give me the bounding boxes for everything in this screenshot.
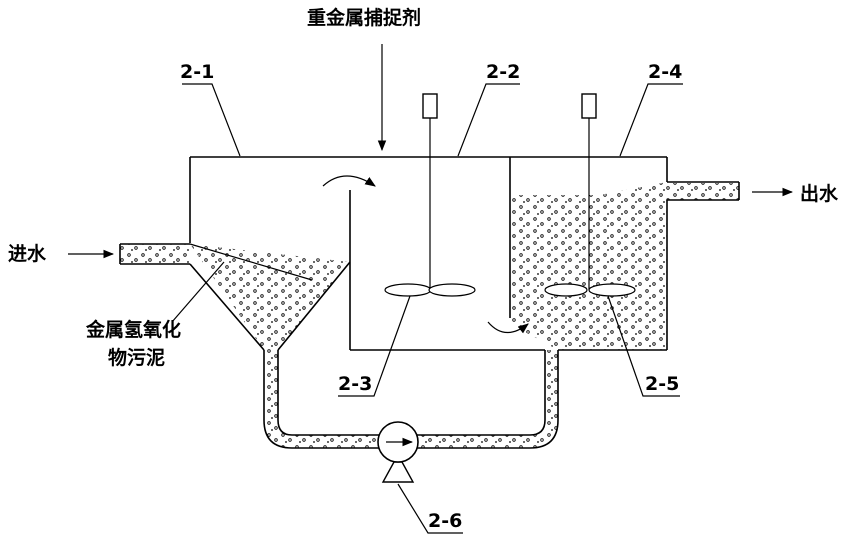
label-2-5: 2-5: [645, 373, 679, 395]
label-2-4: 2-4: [648, 61, 682, 83]
mixer-2-3: [384, 93, 476, 297]
label-2-3: 2-3: [338, 373, 372, 395]
label-2-6: 2-6: [428, 510, 462, 532]
sludge-label-line1: 金属氢氧化: [85, 318, 181, 341]
flow-arrow-top: [322, 175, 376, 187]
flow-arrow-bottom: [487, 321, 529, 334]
inlet-pipe: [119, 243, 190, 265]
inlet-label: 进水: [8, 243, 47, 265]
sludge-label-line2: 物污泥: [108, 346, 165, 369]
outlet-pipe: [667, 181, 740, 201]
leader-2-6: [397, 483, 463, 534]
motor-icon: [581, 93, 597, 119]
sludge-leader: [171, 261, 225, 323]
motor-icon: [422, 93, 438, 119]
pump-2-6: [377, 421, 419, 483]
leader-2-3: [338, 295, 411, 397]
leader-2-2: [457, 83, 520, 157]
impeller-blade-icon: [588, 283, 636, 297]
label-2-2: 2-2: [486, 61, 520, 83]
settling-hopper: [189, 243, 351, 351]
impeller-blade-icon: [428, 283, 476, 297]
leader-2-4: [619, 83, 683, 157]
outlet-label: 出水: [800, 182, 839, 205]
impeller-blade-icon: [384, 283, 432, 297]
pump-base-icon: [381, 461, 415, 483]
leader-2-5: [607, 295, 680, 397]
mixer-2-5: [544, 93, 636, 297]
reagent-label: 重金属捕捉剂: [307, 6, 421, 29]
impeller-blade-icon: [544, 283, 588, 297]
label-2-1: 2-1: [180, 61, 214, 83]
leader-2-1: [182, 83, 241, 157]
